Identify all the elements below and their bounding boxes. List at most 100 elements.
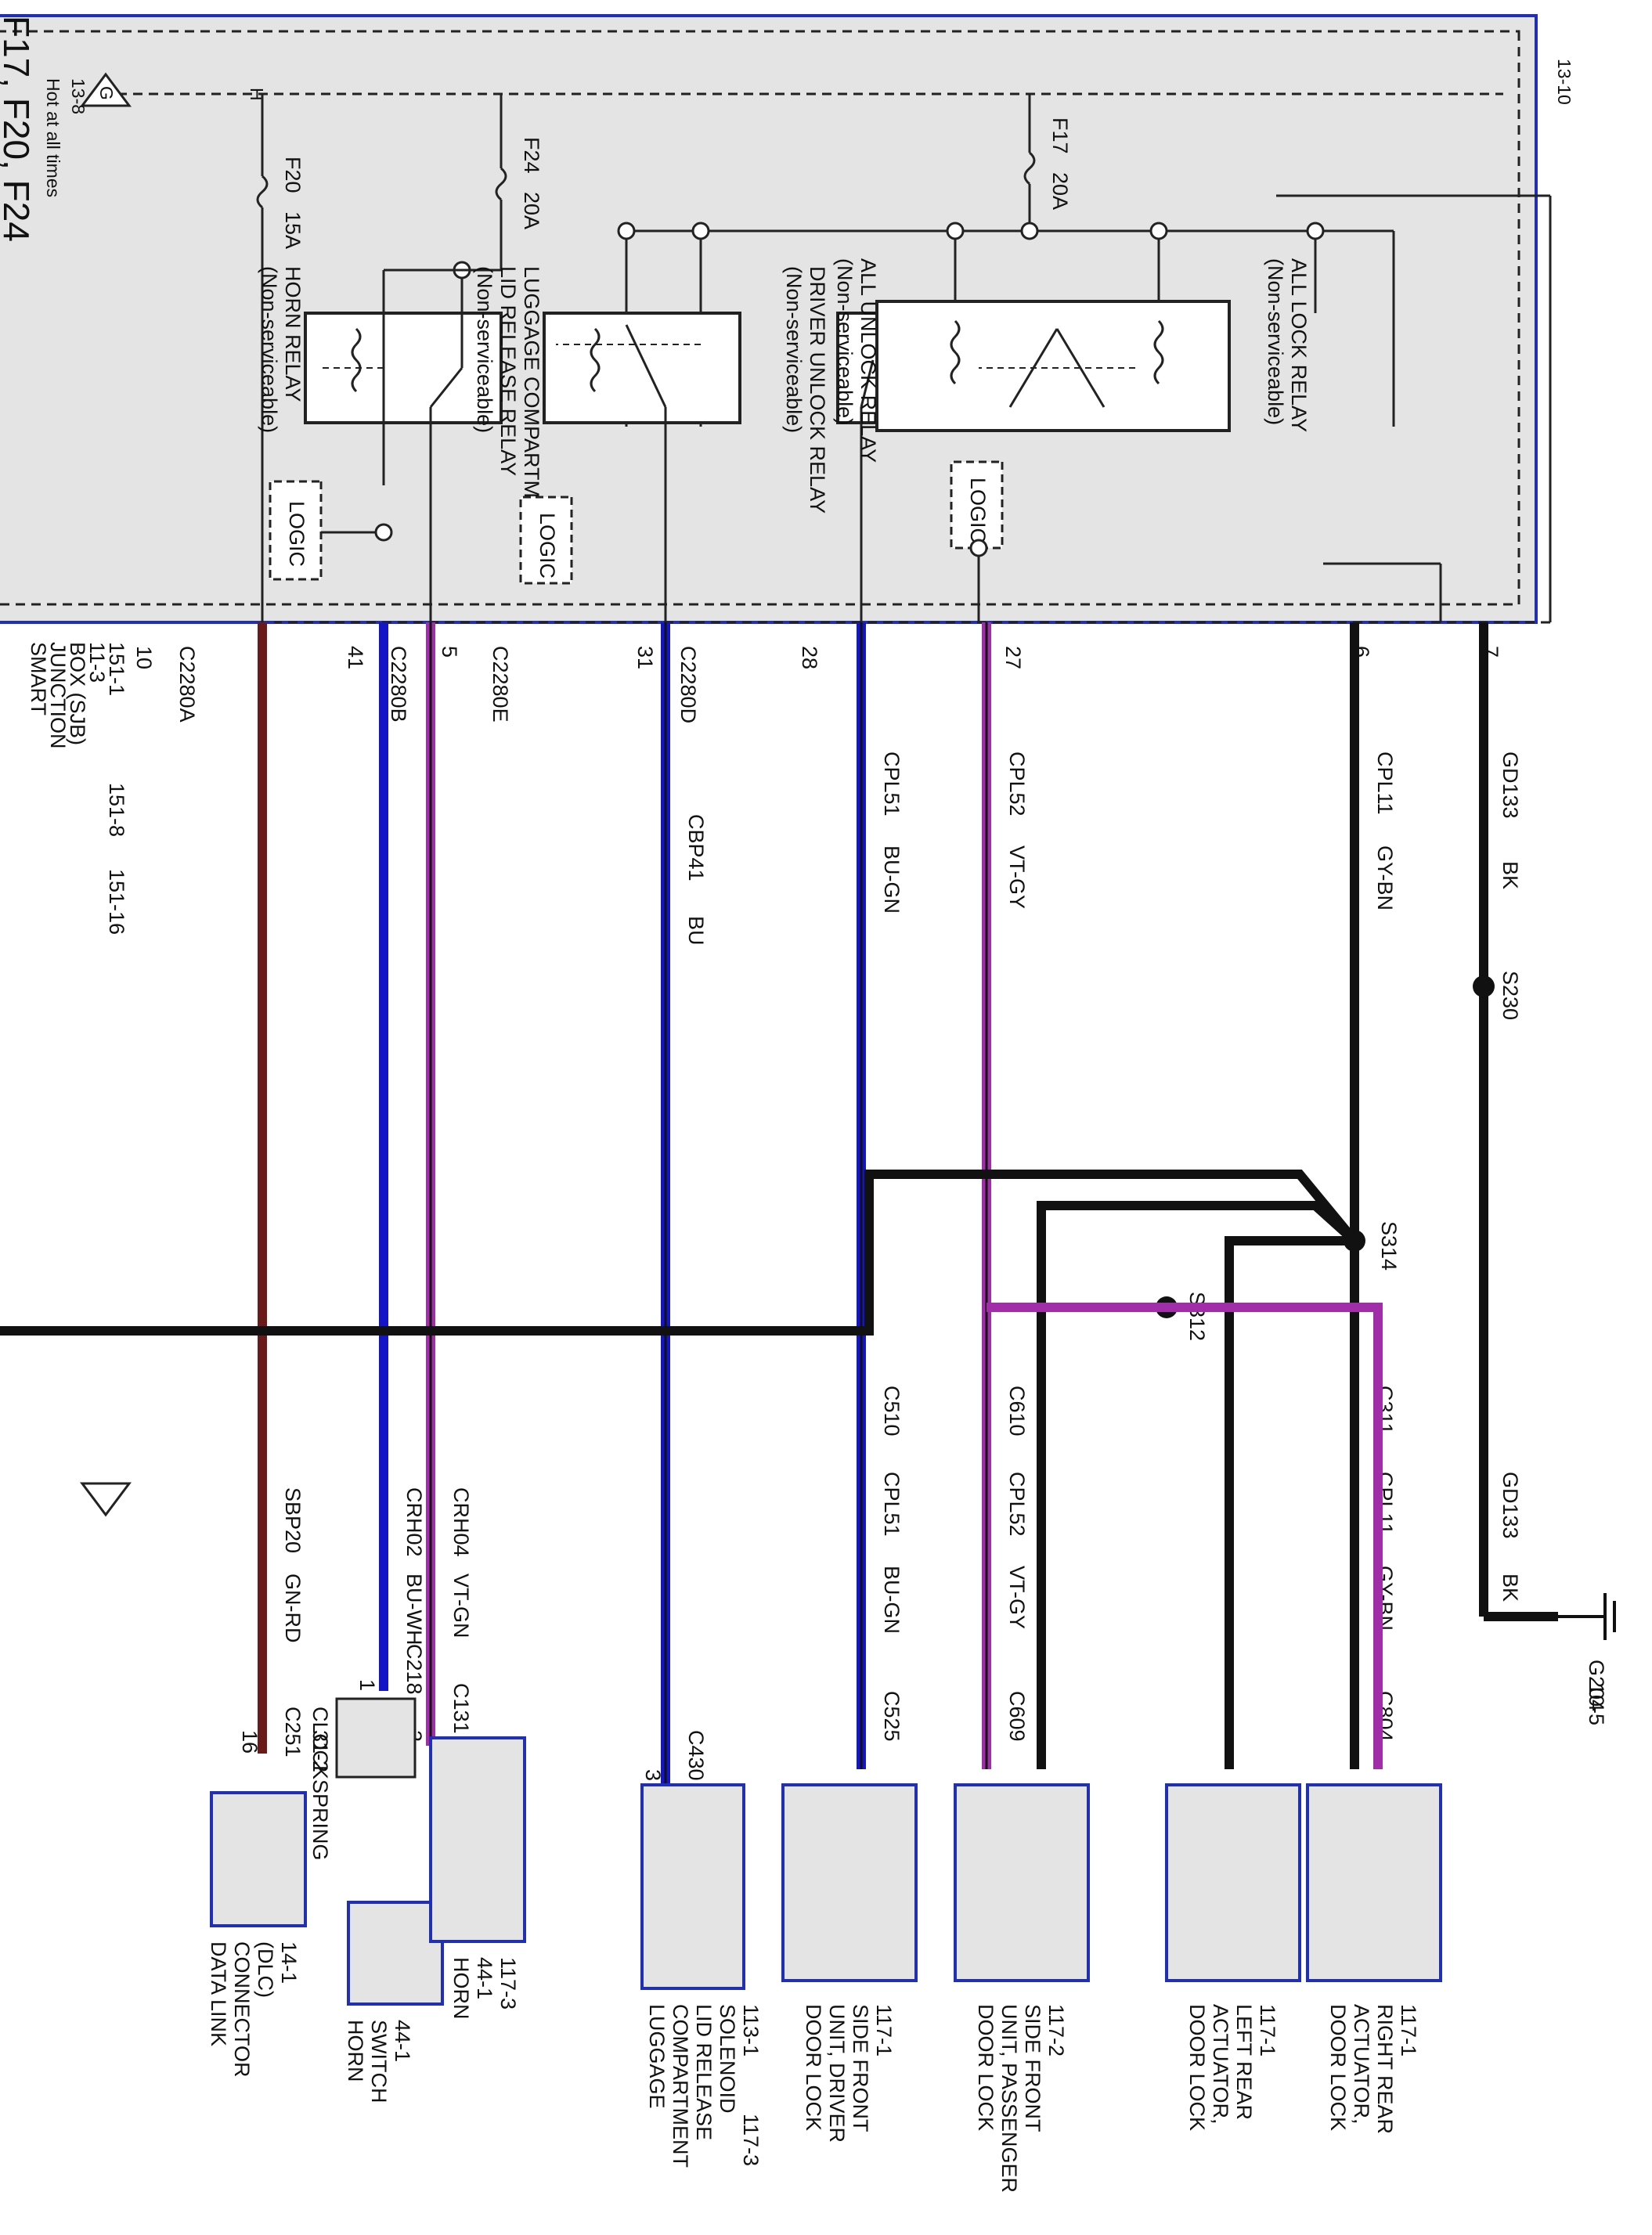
component-door-lock-driver: DOOR LOCK UNIT, DRIVER SIDE FRONT 117-1 bbox=[781, 1783, 918, 2143]
hot-mark-g: G bbox=[96, 86, 117, 100]
svg-text:27: 27 bbox=[1001, 646, 1025, 669]
svg-text:SIDE FRONT: SIDE FRONT bbox=[849, 2004, 872, 2132]
svg-text:SBP20: SBP20 bbox=[281, 1487, 305, 1553]
svg-text:S314: S314 bbox=[1377, 1221, 1401, 1271]
svg-text:DRIVER UNLOCK RELAY: DRIVER UNLOCK RELAY bbox=[806, 266, 829, 514]
svg-text:DOOR LOCK: DOOR LOCK bbox=[1326, 2004, 1350, 2131]
svg-text:BK: BK bbox=[1499, 861, 1522, 889]
fuse-f17: F17 20A bbox=[1023, 94, 1072, 231]
svg-text:LOGIC: LOGIC bbox=[536, 513, 559, 579]
svg-text:GY-BN: GY-BN bbox=[1373, 845, 1397, 910]
luggage-relay: LUGGAGE COMPARTMENT LID RELEASE RELAY (N… bbox=[473, 266, 741, 650]
wire-crh02: CRH02 BU-WH C218 1 bbox=[355, 622, 426, 1695]
fuse-f20: F20 15A bbox=[256, 94, 305, 622]
svg-text:(Non-serviceable): (Non-serviceable) bbox=[473, 266, 496, 433]
svg-text:C525: C525 bbox=[880, 1691, 904, 1742]
component-door-lock-left-rear: DOOR LOCK ACTUATOR, LEFT REAR 117-1 bbox=[1165, 1783, 1301, 2131]
fuse-f24: F24 20A bbox=[495, 94, 543, 270]
svg-text:14-1: 14-1 bbox=[277, 1941, 301, 1984]
svg-text:113-1: 113-1 bbox=[739, 2004, 763, 2057]
svg-text:LEFT REAR: LEFT REAR bbox=[1232, 2004, 1256, 2120]
wire-gd133: GD133 BK GD133 BK S230 bbox=[1473, 622, 1558, 1621]
svg-text:117-3: 117-3 bbox=[739, 2114, 763, 2166]
svg-text:20A: 20A bbox=[520, 192, 543, 229]
svg-text:F20: F20 bbox=[281, 157, 305, 193]
svg-text:CRH04: CRH04 bbox=[449, 1487, 473, 1557]
svg-text:UNIT, PASSENGER: UNIT, PASSENGER bbox=[997, 2004, 1021, 2193]
hot-triangle-g: G bbox=[80, 72, 132, 107]
svg-text:ACTUATOR,: ACTUATOR, bbox=[1350, 2004, 1373, 2125]
sjb-ref-2: 151-1 bbox=[105, 642, 128, 696]
svg-text:ALL UNLOCK RELAY: ALL UNLOCK RELAY bbox=[857, 258, 880, 463]
svg-text:CBP41: CBP41 bbox=[684, 814, 708, 881]
page-title: F17, F20, F24 bbox=[0, 16, 37, 242]
svg-text:15A: 15A bbox=[281, 211, 305, 249]
svg-text:SWITCH: SWITCH bbox=[367, 2020, 391, 2103]
logic-luggage: LOGIC bbox=[519, 496, 573, 585]
svg-text:10: 10 bbox=[132, 646, 156, 669]
svg-text:HORN: HORN bbox=[449, 1957, 473, 2020]
svg-text:1: 1 bbox=[355, 1679, 379, 1691]
svg-text:GD133: GD133 bbox=[1499, 1472, 1522, 1539]
sjb-ref-3: 151-8 bbox=[105, 783, 128, 837]
wire-crh04: CRH04 VT-GN C131 2 bbox=[402, 622, 473, 1746]
svg-text:BU: BU bbox=[684, 916, 708, 946]
hot-text: Hot at all times bbox=[43, 78, 63, 197]
svg-text:G204: G204 bbox=[1585, 1660, 1608, 1711]
sjb-inner-dashed bbox=[0, 30, 1520, 606]
svg-text:S312: S312 bbox=[1185, 1292, 1209, 1341]
svg-text:LUGGAGE: LUGGAGE bbox=[645, 2004, 669, 2109]
svg-text:CPL51: CPL51 bbox=[880, 1472, 904, 1537]
hot-ref-right: 13-8 bbox=[68, 78, 88, 114]
component-dlc: DATA LINK CONNECTOR (DLC) 14-1 bbox=[207, 1791, 307, 2078]
component-horn-switch: HORN SWITCH 44-1 bbox=[344, 1901, 444, 2103]
svg-text:SOLENOID: SOLENOID bbox=[716, 2004, 739, 2114]
svg-text:C2280D: C2280D bbox=[676, 646, 700, 723]
wire-cbp41: CBP41 BU C430 3 bbox=[641, 622, 708, 1785]
svg-text:16: 16 bbox=[238, 1730, 262, 1754]
svg-text:31-2: 31-2 bbox=[308, 1730, 332, 1772]
svg-text:SIDE FRONT: SIDE FRONT bbox=[1021, 2004, 1044, 2132]
svg-text:GD133: GD133 bbox=[1499, 752, 1522, 819]
svg-text:C131: C131 bbox=[449, 1683, 473, 1734]
svg-text:CONNECTOR: CONNECTOR bbox=[230, 1941, 254, 2078]
svg-text:(Non-serviceable): (Non-serviceable) bbox=[833, 258, 857, 425]
svg-text:BU-GN: BU-GN bbox=[880, 1566, 904, 1634]
svg-text:(DLC): (DLC) bbox=[254, 1941, 277, 1998]
svg-text:VT-GY: VT-GY bbox=[1005, 845, 1029, 909]
svg-text:C2280E: C2280E bbox=[489, 646, 512, 723]
svg-text:VT-GN: VT-GN bbox=[449, 1574, 473, 1638]
svg-text:CPL51: CPL51 bbox=[880, 752, 904, 816]
svg-text:20A: 20A bbox=[1048, 172, 1072, 210]
component-luggage-solenoid: LUGGAGE COMPARTMENT LID RELEASE SOLENOID… bbox=[640, 1783, 763, 2168]
svg-text:F17: F17 bbox=[1048, 117, 1072, 154]
svg-text:C2280A: C2280A bbox=[175, 646, 199, 723]
svg-text:BU-WH: BU-WH bbox=[402, 1574, 426, 1645]
svg-text:C251: C251 bbox=[281, 1707, 305, 1757]
logic-unlock: LOGIC bbox=[950, 460, 1004, 622]
svg-text:BK: BK bbox=[1499, 1574, 1522, 1602]
component-clockspring: CLOCKSPRING 31-2 bbox=[308, 1697, 417, 1861]
svg-text:DATA LINK: DATA LINK bbox=[207, 1941, 230, 2046]
logic-horn: LOGIC bbox=[269, 480, 393, 581]
svg-text:CRH02: CRH02 bbox=[402, 1487, 426, 1557]
horn-relay: HORN RELAY (Non-serviceable) bbox=[258, 261, 503, 650]
svg-text:CPL11: CPL11 bbox=[1373, 752, 1397, 815]
svg-text:31: 31 bbox=[633, 646, 657, 669]
component-horn: HORN 44-1 117-3 bbox=[429, 1736, 526, 2020]
svg-text:LUGGAGE COMPARTMENT: LUGGAGE COMPARTMENT bbox=[520, 266, 543, 540]
all-lock-relay: ALL LOCK RELAY (Non-serviceable) bbox=[1264, 258, 1311, 432]
svg-text:CPL52: CPL52 bbox=[1005, 752, 1029, 816]
all-unlock-relay: ALL UNLOCK RELAY (Non-serviceable) bbox=[833, 258, 1231, 463]
wire-cpl51: CPL51 BU-GN CPL51 BU-GN C510 C525 bbox=[857, 622, 904, 1769]
svg-text:ACTUATOR,: ACTUATOR, bbox=[1209, 2004, 1232, 2125]
svg-text:(Non-serviceable): (Non-serviceable) bbox=[258, 266, 281, 433]
svg-text:C510: C510 bbox=[880, 1386, 904, 1437]
svg-text:LID RELEASE: LID RELEASE bbox=[692, 2004, 716, 2140]
svg-text:C609: C609 bbox=[1005, 1691, 1029, 1742]
svg-text:C430: C430 bbox=[684, 1730, 708, 1781]
svg-text:CPL52: CPL52 bbox=[1005, 1472, 1029, 1537]
svg-text:(Non-serviceable): (Non-serviceable) bbox=[1264, 258, 1287, 425]
svg-text:ALL LOCK RELAY: ALL LOCK RELAY bbox=[1287, 258, 1311, 432]
svg-text:GN-RD: GN-RD bbox=[281, 1574, 305, 1643]
